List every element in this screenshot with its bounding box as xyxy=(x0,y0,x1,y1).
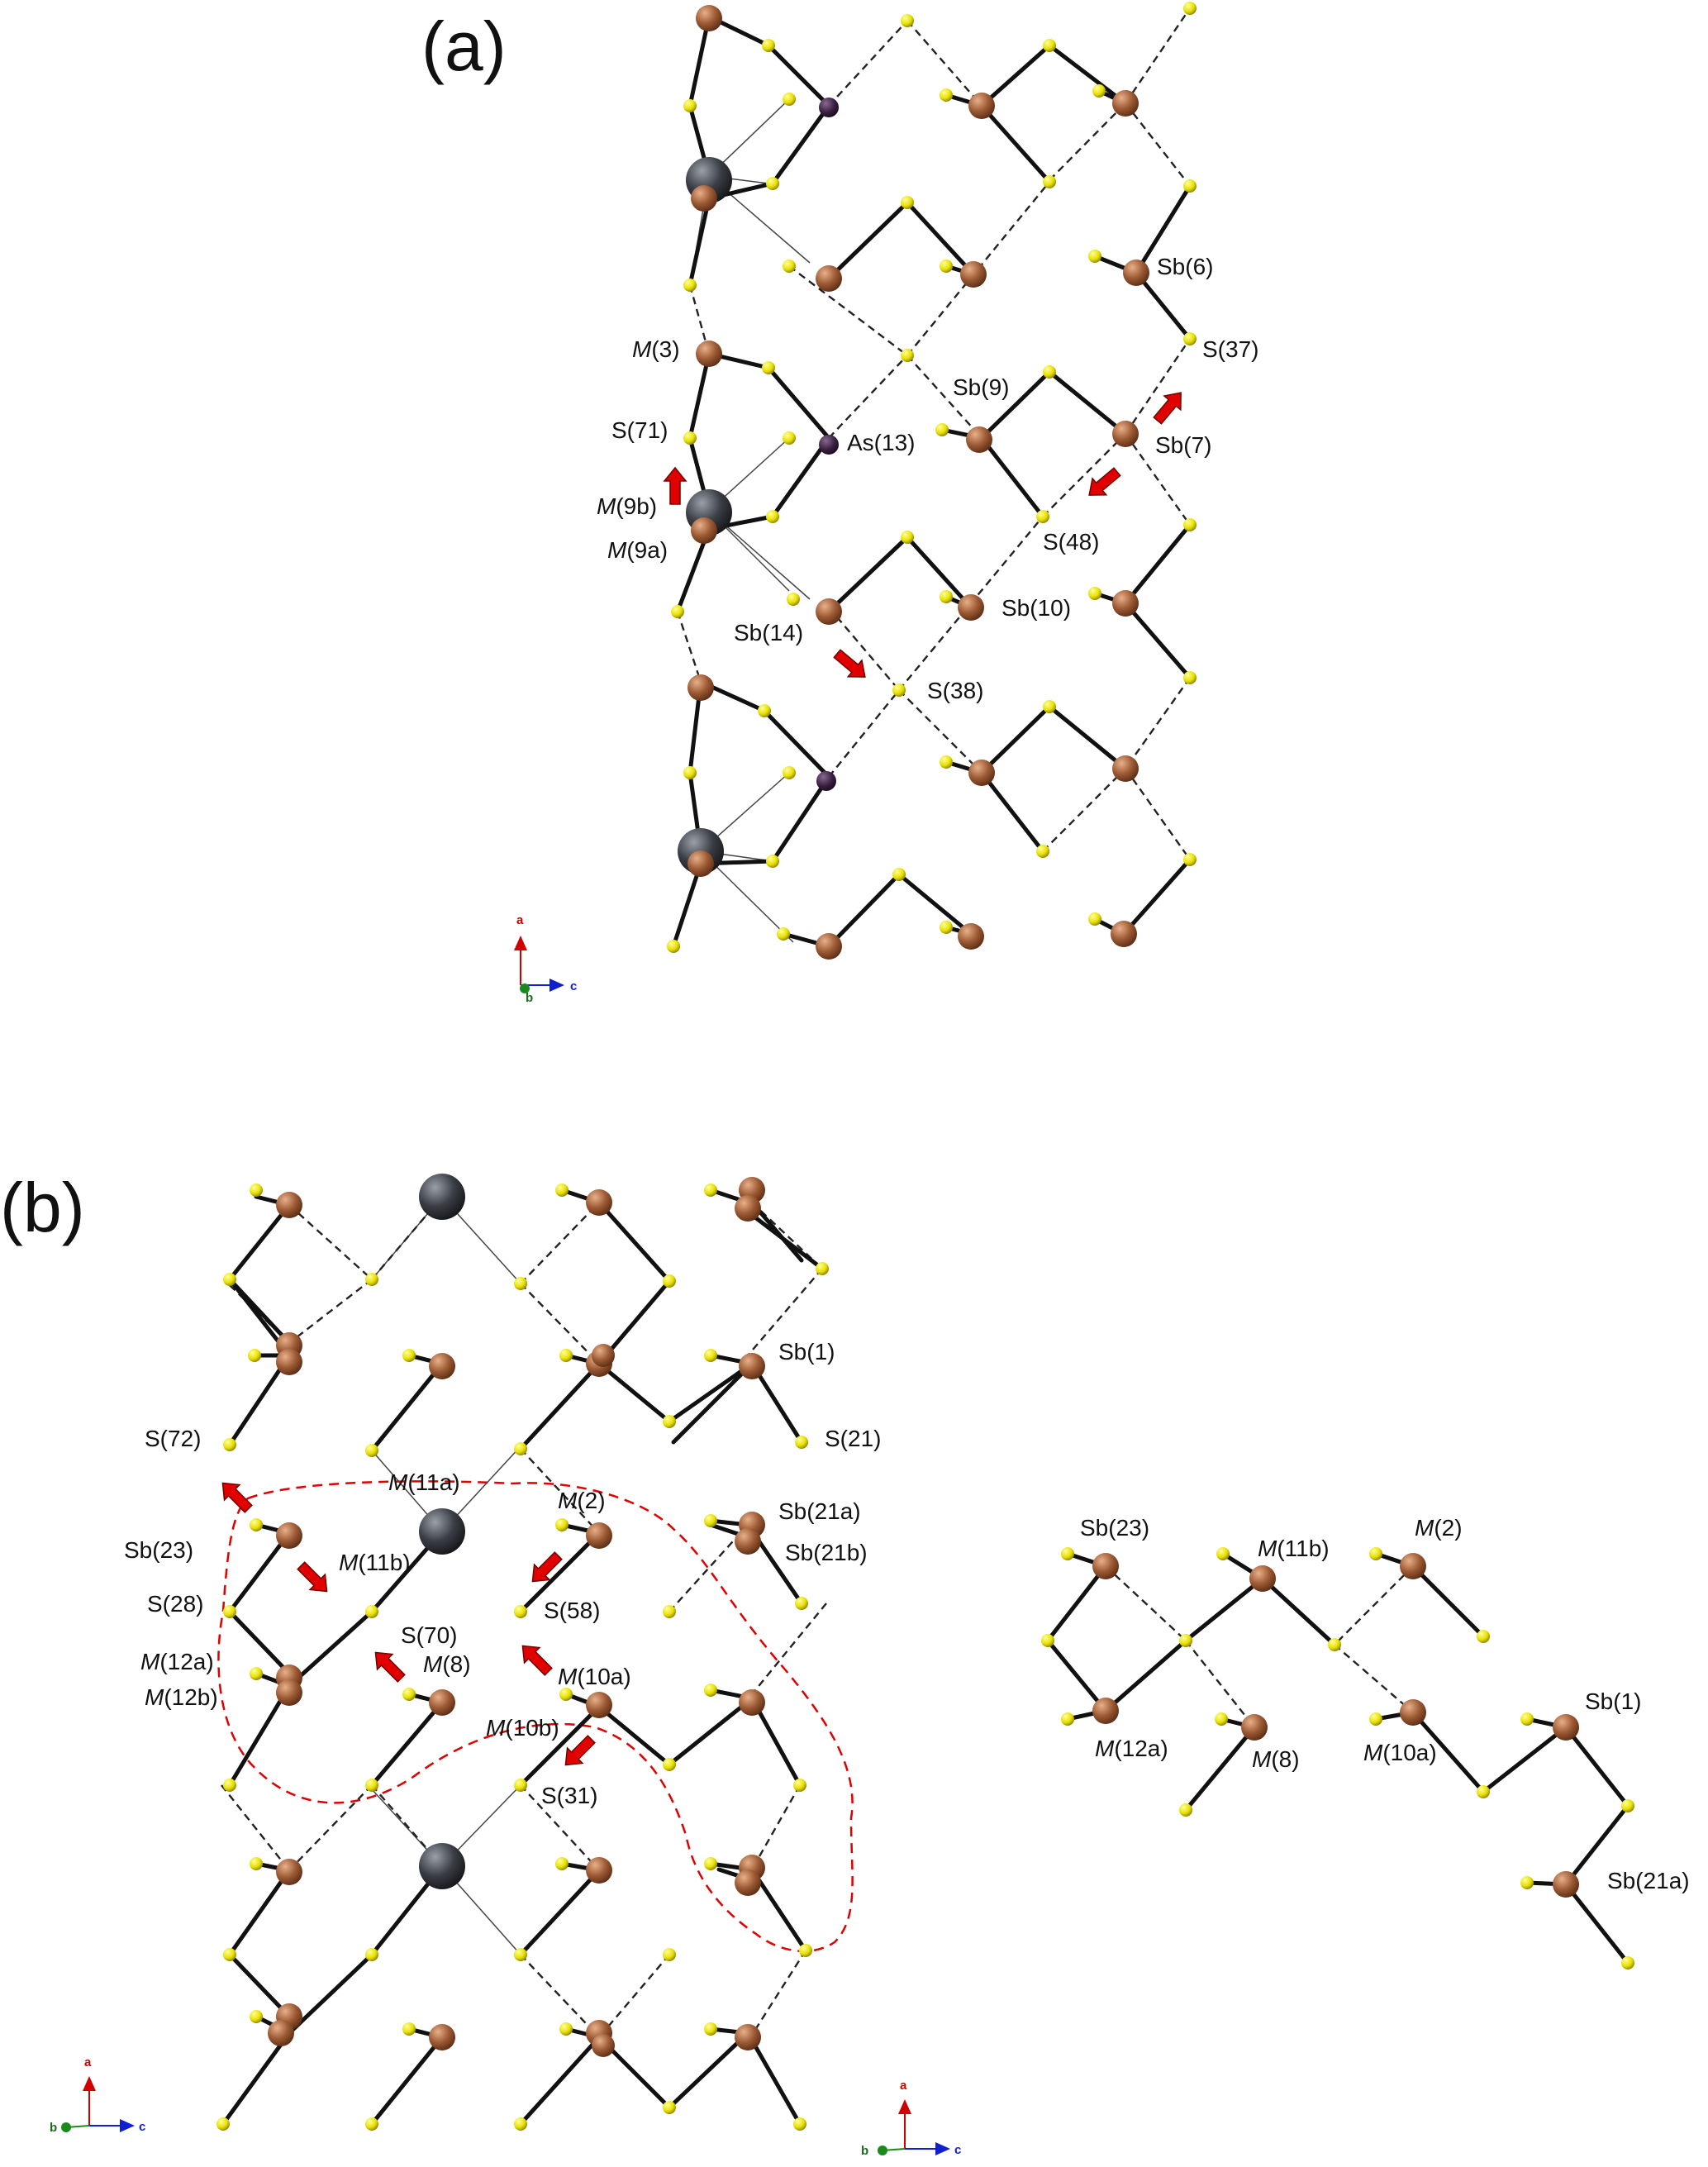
panel-b-thin-bonds xyxy=(371,1196,521,1955)
panel-b-solid-bonds xyxy=(221,1188,825,2127)
panel-a-s-atoms xyxy=(667,2,1197,953)
label-m9a: M(9a) xyxy=(607,537,668,563)
fragment-label-sb1: Sb(1) xyxy=(1585,1688,1641,1714)
fragment-label-m11b: M(11b) xyxy=(1258,1536,1330,1561)
label-m11a: M(11a) xyxy=(388,1469,460,1495)
label-s58: S(58) xyxy=(544,1598,600,1623)
axis-c-label: c xyxy=(954,2143,961,2157)
label-s28: S(28) xyxy=(147,1591,203,1617)
panel-a-labels: (a) Sb(6) S(37) M(3) Sb(9) S(71) As(13) … xyxy=(421,7,1258,703)
label-sb14: Sb(14) xyxy=(734,620,803,645)
label-m12b: M(12b) xyxy=(145,1684,218,1710)
fragment-label-m10a: M(10a) xyxy=(1363,1740,1437,1765)
label-s37: S(37) xyxy=(1202,336,1258,362)
panel-a-axes: a c b xyxy=(514,913,577,1005)
label-m3: M(3) xyxy=(632,336,680,362)
label-sb7: Sb(7) xyxy=(1155,432,1211,458)
axis-c-label: c xyxy=(570,979,577,993)
fragment-dashed-bonds xyxy=(1105,1565,1414,1728)
fragment-label-m12a: M(12a) xyxy=(1095,1736,1168,1761)
label-m9b: M(9b) xyxy=(597,493,657,519)
label-sb21a: Sb(21a) xyxy=(778,1498,861,1524)
panel-b-outline xyxy=(217,1480,854,1953)
label-s31: S(31) xyxy=(541,1783,597,1808)
label-s38: S(38) xyxy=(927,678,983,703)
label-s72: S(72) xyxy=(145,1426,201,1451)
panel-b-sb-atoms xyxy=(268,1177,765,2057)
panel-a-solid-bonds xyxy=(671,14,1192,949)
fragment-sb-atoms xyxy=(1092,1553,1579,1898)
fragment-label-m8: M(8) xyxy=(1252,1746,1300,1772)
panel-a-dashed-bonds xyxy=(676,7,1191,948)
label-m10b: M(10b) xyxy=(486,1715,559,1741)
panel-b-structure: a c b xyxy=(50,1174,854,2135)
label-s21: S(21) xyxy=(825,1426,881,1451)
label-sb1: Sb(1) xyxy=(778,1339,835,1364)
axis-a-label: a xyxy=(900,2079,907,2093)
label-m2: M(2) xyxy=(558,1488,606,1513)
label-sb23: Sb(23) xyxy=(124,1537,193,1563)
fragment-label-m2: M(2) xyxy=(1415,1515,1463,1541)
label-m10a: M(10a) xyxy=(558,1664,631,1689)
fragment-label-sb23: Sb(23) xyxy=(1080,1515,1149,1541)
fragment-label-sb21a: Sb(21a) xyxy=(1607,1868,1690,1893)
panel-a-title: (a) xyxy=(421,7,507,85)
panel-b-dashed-bonds xyxy=(221,1196,827,2042)
panel-b-pb-atoms xyxy=(419,1174,465,1889)
fragment-s-atoms xyxy=(1041,1547,1634,1969)
label-sb9: Sb(9) xyxy=(953,374,1009,400)
panel-b-labels: (b) Sb(1) S(72) S(21) M(11a) M(2) Sb(21a… xyxy=(0,1169,881,1808)
label-sb6: Sb(6) xyxy=(1157,254,1213,279)
label-m12a: M(12a) xyxy=(140,1649,214,1674)
label-m11b: M(11b) xyxy=(339,1550,411,1575)
panel-b-red-arrows xyxy=(221,1482,596,1766)
fragment-labels: Sb(23) M(11b) M(2) Sb(1) M(12a) M(8) M(1… xyxy=(1080,1515,1690,1893)
axis-b-label: b xyxy=(50,2121,57,2135)
label-s48: S(48) xyxy=(1043,529,1099,555)
panel-a-pb-atoms xyxy=(678,157,732,874)
panel-a-structure: a c b xyxy=(514,2,1197,1005)
label-sb10: Sb(10) xyxy=(1001,595,1071,621)
panel-a-red-arrows xyxy=(663,392,1182,678)
label-m8: M(8) xyxy=(423,1651,471,1677)
panel-b-s-atoms xyxy=(216,1184,829,2131)
axis-a-label: a xyxy=(516,913,524,927)
panel-a-sb-atoms xyxy=(687,5,1149,960)
axis-b-label: b xyxy=(526,991,533,1005)
panel-a-as-atoms xyxy=(816,98,839,791)
panel-b-title: (b) xyxy=(0,1169,85,1246)
panel-b-fragment: a c b xyxy=(861,1547,1634,2158)
axis-c-label: c xyxy=(139,2120,145,2134)
axis-a-label: a xyxy=(84,2055,92,2069)
axis-b-label: b xyxy=(861,2144,868,2158)
label-s71: S(71) xyxy=(611,417,668,443)
label-as13: As(13) xyxy=(847,430,915,455)
label-sb21b: Sb(21b) xyxy=(785,1540,868,1565)
panel-b-axes: a c b xyxy=(50,2055,145,2135)
fragment-axes: a c b xyxy=(861,2079,961,2158)
label-s70: S(70) xyxy=(401,1622,457,1648)
